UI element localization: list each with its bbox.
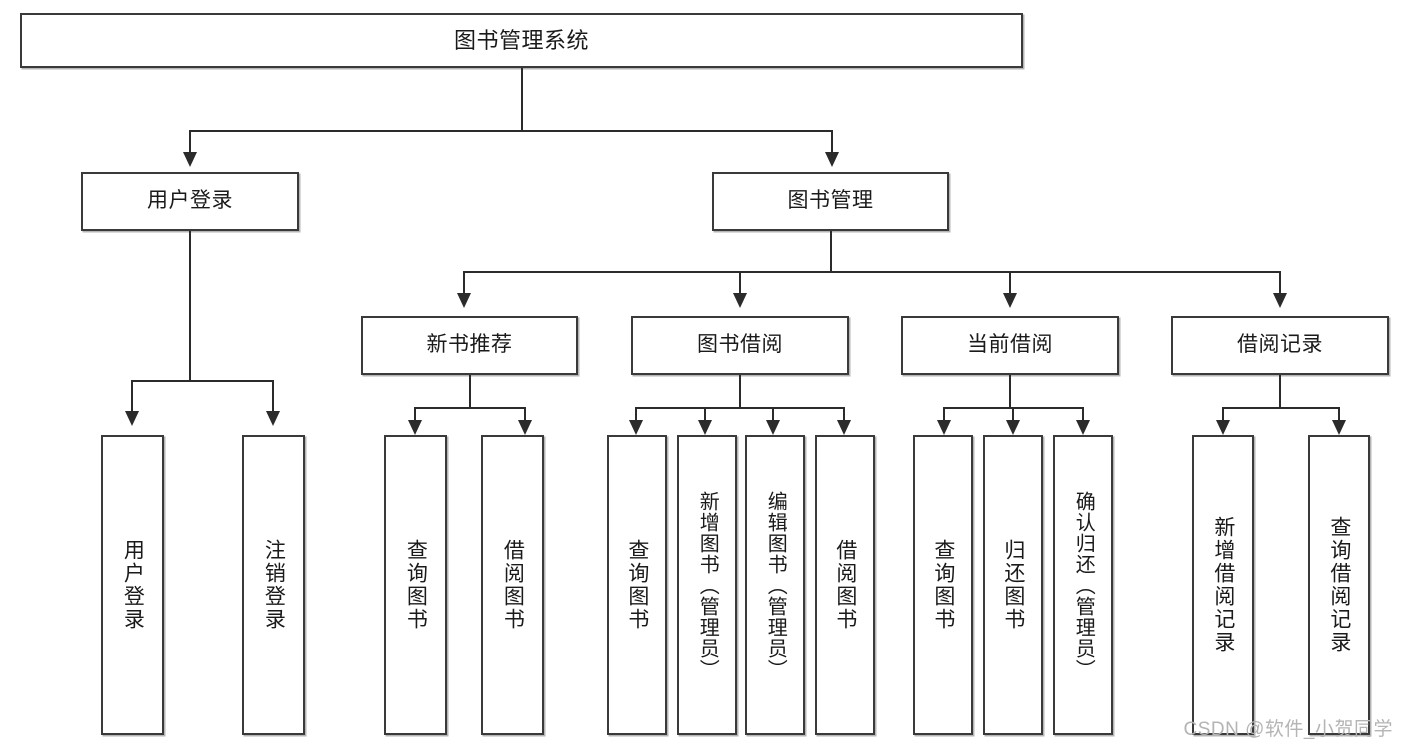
leaf-bb-edit-book[interactable]: 编辑图书（管理员） — [745, 435, 805, 735]
connector-br-to-leaf-1 — [1222, 407, 1224, 423]
arrowhead-bb-add-book — [698, 420, 712, 435]
arrowhead-borrow-record — [1273, 293, 1287, 308]
leaf-cb-query-book[interactable]: 查询图书 — [913, 435, 973, 735]
node-label: 图书借阅 — [697, 333, 783, 357]
node-label: 新增借阅记录 — [1211, 516, 1235, 654]
connector-new-book-stem — [469, 375, 471, 408]
connector-bm-to-new-book — [463, 271, 465, 296]
node-label: 查询图书 — [931, 539, 955, 631]
node-new-book-recommend[interactable]: 新书推荐 — [361, 316, 578, 375]
connector-borrow-record-stem — [1279, 375, 1281, 408]
arrowhead-bb-edit-book — [766, 420, 780, 435]
connector-bb-to-leaf-3 — [772, 407, 774, 423]
connector-book-borrow-stem — [739, 375, 741, 408]
connector-nb-to-leaf-1 — [414, 407, 416, 423]
arrowhead-leaf-logout — [266, 411, 280, 426]
connector-book-borrow-bus — [635, 407, 845, 409]
connector-bb-to-leaf-4 — [843, 407, 845, 423]
arrowhead-cb-return-book — [1006, 420, 1020, 435]
connector-cb-to-leaf-3 — [1082, 407, 1084, 423]
leaf-bb-borrow-book[interactable]: 借阅图书 — [815, 435, 875, 735]
connector-bb-to-leaf-2 — [704, 407, 706, 423]
connector-cb-to-leaf-2 — [1012, 407, 1014, 423]
arrowhead-nb-query-book — [408, 420, 422, 435]
leaf-br-query-record[interactable]: 查询借阅记录 — [1308, 435, 1370, 735]
node-user-login[interactable]: 用户登录 — [81, 172, 299, 231]
node-label: 查询图书 — [625, 539, 649, 631]
connector-root-to-user-login — [189, 130, 191, 155]
connector-bm-to-borrow-record — [1279, 271, 1281, 296]
connector-current-borrow-stem — [1009, 375, 1011, 408]
leaf-bb-add-book[interactable]: 新增图书（管理员） — [677, 435, 737, 735]
arrowhead-bb-query-book — [629, 420, 643, 435]
arrowhead-user-login — [183, 152, 197, 167]
node-label: 确认归还（管理员） — [1072, 490, 1095, 680]
node-label: 新增图书（管理员） — [696, 490, 719, 680]
connector-user-login-to-leaf-1 — [131, 380, 133, 413]
leaf-logout[interactable]: 注销登录 — [242, 435, 305, 735]
node-label: 新书推荐 — [426, 333, 513, 357]
connector-user-login-to-leaf-2 — [272, 380, 274, 413]
node-book-borrow[interactable]: 图书借阅 — [631, 316, 849, 375]
arrowhead-nb-borrow-book — [518, 420, 532, 435]
leaf-nb-borrow-book[interactable]: 借阅图书 — [481, 435, 544, 735]
node-label: 当前借阅 — [967, 333, 1053, 357]
arrowhead-bb-borrow-book — [837, 420, 851, 435]
connector-root-stem — [521, 68, 523, 130]
leaf-user-login[interactable]: 用户登录 — [101, 435, 164, 735]
csdn-watermark: CSDN @软件_小贺同学 — [1183, 719, 1393, 740]
leaf-bb-query-book[interactable]: 查询图书 — [607, 435, 667, 735]
connector-new-book-bus — [414, 407, 526, 409]
node-current-borrow[interactable]: 当前借阅 — [901, 316, 1119, 375]
connector-bb-to-leaf-1 — [635, 407, 637, 423]
connector-nb-to-leaf-2 — [524, 407, 526, 423]
connector-bm-to-book-borrow — [739, 271, 741, 296]
connector-book-management-stem — [830, 231, 832, 272]
connector-user-login-bus — [131, 380, 274, 382]
node-label: 注销登录 — [262, 539, 286, 631]
node-label: 用户登录 — [121, 539, 145, 631]
connector-borrow-record-bus — [1222, 407, 1340, 409]
leaf-cb-confirm-return[interactable]: 确认归还（管理员） — [1053, 435, 1113, 735]
node-label: 查询图书 — [404, 539, 428, 631]
node-label: 查询借阅记录 — [1327, 516, 1351, 654]
arrowhead-br-add-record — [1216, 420, 1230, 435]
leaf-cb-return-book[interactable]: 归还图书 — [983, 435, 1043, 735]
connector-bm-to-current-borrow — [1009, 271, 1011, 296]
arrowhead-new-book-recommend — [457, 293, 471, 308]
connector-root-to-book-management — [831, 130, 833, 155]
node-label: 归还图书 — [1001, 539, 1025, 631]
node-borrow-record[interactable]: 借阅记录 — [1171, 316, 1389, 375]
connector-cb-to-leaf-1 — [943, 407, 945, 423]
node-label: 借阅图书 — [501, 539, 525, 631]
arrowhead-br-query-record — [1332, 420, 1346, 435]
node-label: 借阅图书 — [833, 539, 857, 631]
leaf-br-add-record[interactable]: 新增借阅记录 — [1192, 435, 1254, 735]
arrowhead-cb-confirm-return — [1076, 420, 1090, 435]
node-label: 图书管理 — [787, 189, 874, 213]
connector-user-login-stem — [189, 231, 191, 381]
arrowhead-leaf-user-login — [125, 411, 139, 426]
leaf-nb-query-book[interactable]: 查询图书 — [384, 435, 447, 735]
node-label: 借阅记录 — [1237, 333, 1323, 357]
arrowhead-book-borrow — [733, 293, 747, 308]
arrowhead-current-borrow — [1003, 293, 1017, 308]
connector-book-management-bus — [463, 271, 1281, 273]
node-label: 图书管理系统 — [453, 27, 589, 53]
node-label: 编辑图书（管理员） — [764, 490, 787, 680]
node-root-book-management-system[interactable]: 图书管理系统 — [20, 13, 1023, 68]
arrowhead-book-management — [825, 152, 839, 167]
arrowhead-cb-query-book — [937, 420, 951, 435]
node-label: 用户登录 — [147, 189, 233, 213]
node-book-management[interactable]: 图书管理 — [712, 172, 949, 231]
connector-root-bus — [189, 130, 833, 132]
connector-br-to-leaf-2 — [1338, 407, 1340, 423]
